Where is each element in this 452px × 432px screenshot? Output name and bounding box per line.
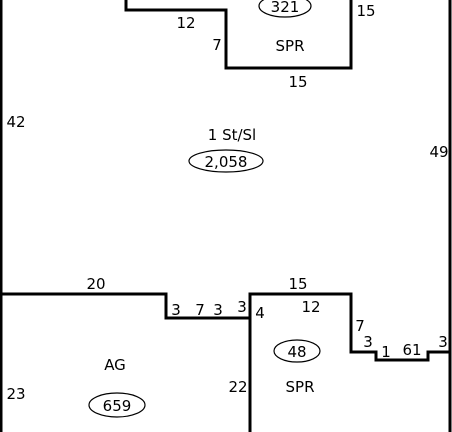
dim-top-spr-bottom: 15: [288, 73, 307, 91]
dim-notch-d: 3: [237, 298, 247, 316]
dim-top-spr-inner: 7: [212, 36, 222, 54]
dim-spr-low-61: 61: [402, 341, 421, 359]
dim-notch-b: 7: [195, 301, 205, 319]
dim-ag-right: 22: [228, 378, 247, 396]
dim-main-bottom-mid: 15: [288, 275, 307, 293]
dim-spr-low-small3: 3: [438, 333, 448, 351]
dim-main-right: 49: [429, 143, 448, 161]
low-spr-sqft: 48: [287, 343, 306, 361]
main-area-label: 1 St/Sl: [208, 126, 256, 144]
main-area-oval: [188, 149, 264, 173]
low-spr-label: SPR: [286, 378, 315, 396]
lower-divider: [0, 292, 452, 362]
top-spr-outline: [124, 0, 353, 70]
main-area-sqft: 2,058: [205, 153, 248, 171]
dim-spr-low-left: 4: [255, 304, 265, 322]
low-spr-oval: [273, 339, 321, 363]
dim-notch-a: 3: [171, 301, 181, 319]
ag-sqft: 659: [103, 397, 132, 415]
dim-top-spr-right: 15: [356, 2, 375, 20]
dim-notch-c: 3: [213, 301, 223, 319]
dim-spr-low-small2: 1: [381, 343, 391, 361]
dim-main-bottom-left: 20: [86, 275, 105, 293]
top-spr-sqft: 321: [271, 0, 300, 16]
dim-ag-left: 23: [6, 385, 25, 403]
ag-label: AG: [104, 356, 126, 374]
dim-top-spr-left: 12: [176, 14, 195, 32]
ag-oval: [88, 392, 146, 418]
dim-main-left: 42: [6, 113, 25, 131]
top-spr-label: SPR: [276, 37, 305, 55]
dim-spr-low-top: 12: [301, 298, 320, 316]
dim-spr-low-step: 7: [355, 317, 365, 335]
top-spr-oval: [258, 0, 312, 18]
dim-spr-low-small1: 3: [363, 333, 373, 351]
